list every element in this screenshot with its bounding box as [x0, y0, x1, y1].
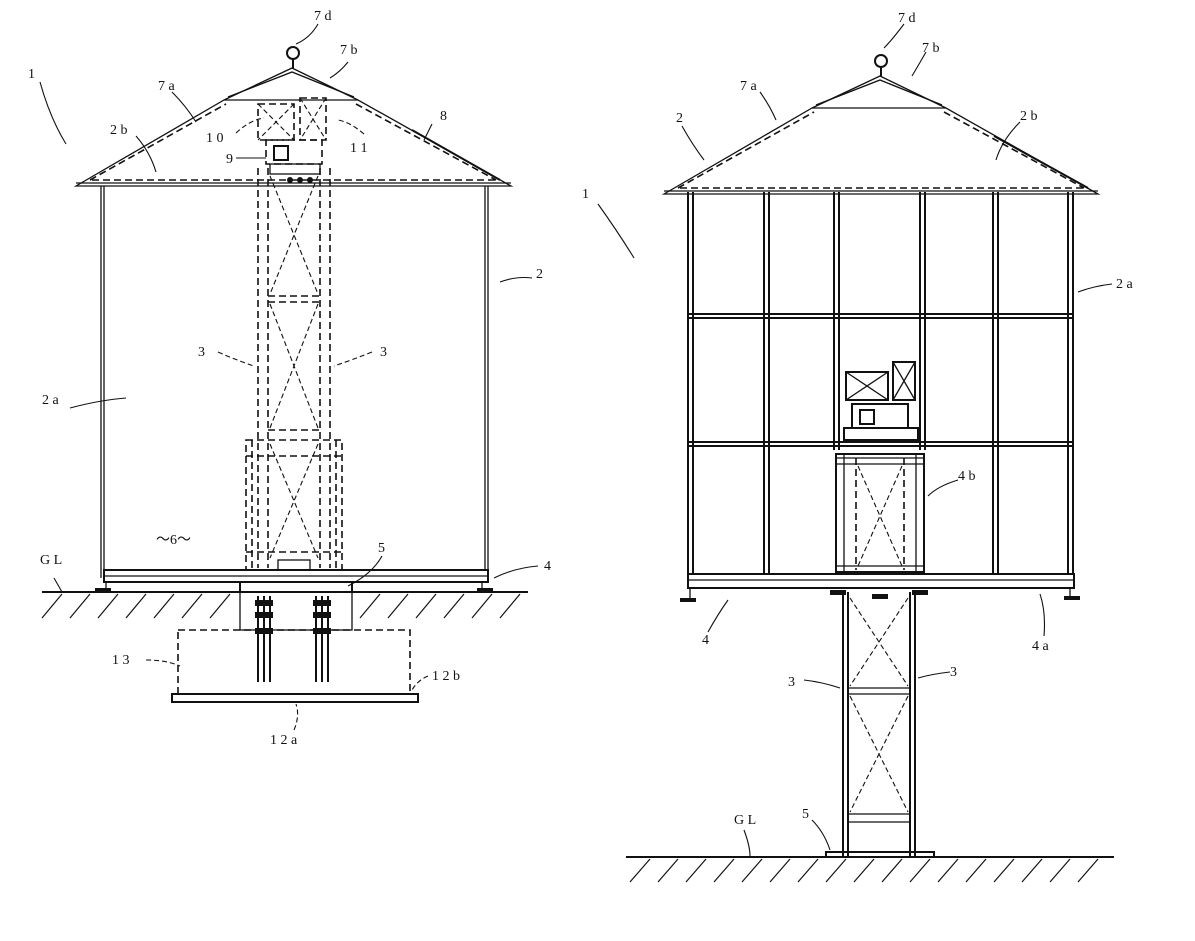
left-base-and-anchors [171, 581, 419, 703]
left-floor [95, 559, 493, 592]
left-label-13: 1 3 [112, 653, 130, 668]
left-label-3-right: 3 [380, 345, 387, 360]
right-label-3-right: 3 [950, 665, 957, 680]
left-label-7b: 7 b [340, 43, 358, 58]
left-building-wall [100, 186, 489, 578]
right-labels: 7 d 7 b 7 a 2 2 b 1 2 a 4 b 4 4 a 3 3 G … [582, 11, 1134, 828]
left-label-12a: 1 2 a [270, 733, 298, 748]
right-floor [680, 573, 1080, 602]
left-label-7d: 7 d [314, 9, 332, 24]
right-wall-frame [687, 192, 1074, 574]
left-figure: 1 7 d 7 b 7 a 8 2 b 1 0 1 1 9 2 3 3 2 a … [28, 9, 551, 748]
right-label-gl: G L [734, 813, 756, 828]
left-label-6: ～6～ [156, 533, 191, 548]
right-label-1: 1 [582, 187, 589, 202]
right-label-4a: 4 a [1032, 639, 1050, 654]
left-ground [41, 591, 528, 619]
right-label-7a: 7 a [740, 79, 758, 94]
right-ground [626, 851, 1114, 883]
left-label-1: 1 [28, 67, 35, 82]
right-label-4: 4 [702, 633, 709, 648]
left-label-11: 1 1 [350, 141, 368, 156]
left-top-mechanism [257, 97, 327, 183]
left-label-gl: G L [40, 553, 62, 568]
right-leader-lines [597, 23, 1113, 857]
left-label-8: 8 [440, 109, 447, 124]
right-lift-unit [835, 361, 925, 573]
left-label-3-left: 3 [198, 345, 205, 360]
left-label-2: 2 [536, 267, 543, 282]
left-label-12b: 1 2 b [432, 669, 460, 684]
right-roof [661, 54, 1101, 195]
right-label-4b: 4 b [958, 469, 976, 484]
left-label-9: 9 [226, 152, 233, 167]
left-leader-lines [39, 23, 539, 731]
right-label-7d: 7 d [898, 11, 916, 26]
left-mast [245, 168, 343, 571]
right-figure: 7 d 7 b 7 a 2 2 b 1 2 a 4 b 4 4 a 3 3 G … [582, 11, 1134, 883]
left-roof [73, 46, 514, 187]
right-label-3-left: 3 [788, 675, 795, 690]
left-label-10: 1 0 [206, 131, 224, 146]
left-label-2b: 2 b [110, 123, 128, 138]
left-label-7a: 7 a [158, 79, 176, 94]
right-label-7b: 7 b [922, 41, 940, 56]
right-mast [842, 592, 916, 856]
left-label-4: 4 [544, 559, 551, 574]
right-label-2: 2 [676, 111, 683, 126]
left-label-5: 5 [378, 541, 385, 556]
left-labels: 1 7 d 7 b 7 a 8 2 b 1 0 1 1 9 2 3 3 2 a … [28, 9, 551, 748]
left-label-2a: 2 a [42, 393, 60, 408]
right-label-5: 5 [802, 807, 809, 822]
right-label-2b: 2 b [1020, 109, 1038, 124]
right-label-2a: 2 a [1116, 277, 1134, 292]
